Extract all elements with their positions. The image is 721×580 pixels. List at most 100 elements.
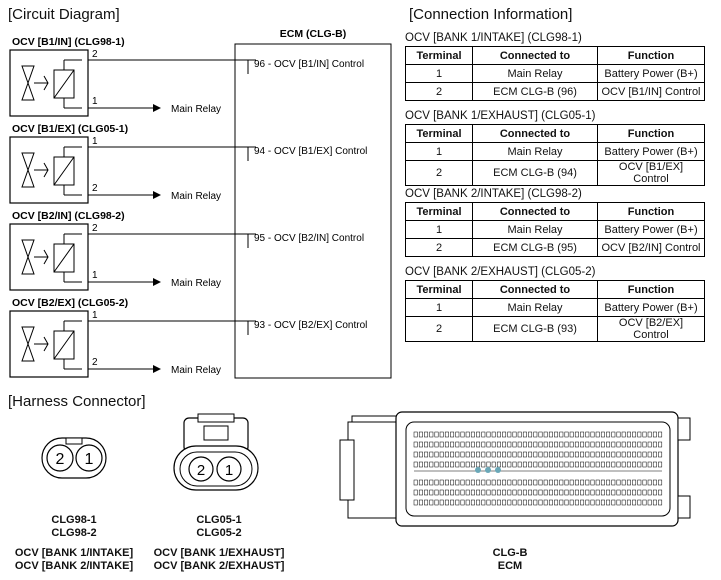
ocv-block-2: OCV [B1/EX] (CLG05-1) 1 94 - OCV [B1/EX]… <box>9 123 367 204</box>
connector-clg98: 2 1 <box>41 437 107 479</box>
cell-terminal: 2 <box>405 82 473 101</box>
pin-number: 2 <box>92 357 98 368</box>
cell-terminal: 1 <box>405 220 473 239</box>
connector-clg05: 2 1 <box>173 413 259 491</box>
connector-ecm-clg-b <box>339 411 691 527</box>
cell-terminal: 2 <box>405 238 473 257</box>
header-connected-to: Connected to <box>472 202 598 221</box>
table-header-row: Terminal Connected to Function <box>405 280 705 299</box>
ocv-name: OCV [B2/IN] (CLG98-2) <box>12 210 125 222</box>
cell-connected-to: Main Relay <box>472 298 598 317</box>
ocv-block-1: OCV [B1/IN] (CLG98-1) 2 96 - OCV [B1/IN]… <box>9 36 364 117</box>
cell-function: Battery Power (B+) <box>597 64 705 83</box>
solenoid-valve-icon <box>21 320 82 370</box>
connector-id: ECM <box>497 560 523 572</box>
connector-id: CLG-B <box>492 547 528 559</box>
connector-desc: OCV [BANK 1/INTAKE] <box>14 547 134 559</box>
cell-function: Battery Power (B+) <box>597 142 705 161</box>
connector-id: CLG05-1 <box>196 514 242 526</box>
header-terminal: Terminal <box>405 280 473 299</box>
connection-table: Terminal Connected to Function 1 Main Re… <box>405 124 705 186</box>
cell-function: OCV [B2/IN] Control <box>597 238 705 257</box>
pin-label-left: 2 <box>197 462 205 479</box>
table-row: 2 ECM CLG-B (94) OCV [B1/EX] Control <box>405 160 705 186</box>
connection-group-4: OCV [BANK 2/EXHAUST] (CLG05-2) Terminal … <box>405 264 705 342</box>
group-title: OCV [BANK 1/INTAKE] (CLG98-1) <box>405 32 582 44</box>
cell-terminal: 1 <box>405 298 473 317</box>
table-row: 2 ECM CLG-B (96) OCV [B1/IN] Control <box>405 82 705 101</box>
pin-1-circle <box>75 444 103 472</box>
header-connected-to: Connected to <box>472 280 598 299</box>
circuit-diagram: ECM (CLG-B) OCV [B1/IN] (CLG98-1) 2 96 -… <box>9 28 392 379</box>
ocv-name: OCV [B2/EX] (CLG05-2) <box>12 297 128 309</box>
connection-group-2: OCV [BANK 1/EXHAUST] (CLG05-1) Terminal … <box>405 108 705 186</box>
table-row: 2 ECM CLG-B (95) OCV [B2/IN] Control <box>405 238 705 257</box>
ocv-block-4: OCV [B2/EX] (CLG05-2) 1 93 - OCV [B2/EX]… <box>9 297 367 378</box>
table-header-row: Terminal Connected to Function <box>405 124 705 143</box>
pin-number: 2 <box>92 223 98 234</box>
main-relay-label: Main Relay <box>171 104 221 115</box>
main-relay-label: Main Relay <box>171 191 221 202</box>
connector-desc: OCV [BANK 2/INTAKE] <box>14 560 134 572</box>
harness-connectors: 2 1 2 1 <box>41 411 691 527</box>
header-terminal: Terminal <box>405 202 473 221</box>
cell-connected-to: Main Relay <box>472 142 598 161</box>
ocv-name: OCV [B1/EX] (CLG05-1) <box>12 123 128 135</box>
header-function: Function <box>597 280 705 299</box>
ecm-pin-grid <box>413 431 663 506</box>
cell-connected-to: ECM CLG-B (93) <box>472 316 598 342</box>
ecm-pin-label: 94 - OCV [B1/EX] Control <box>254 146 367 157</box>
pin-number: 1 <box>92 270 98 281</box>
pin-label-right: 1 <box>85 451 94 468</box>
cell-function: Battery Power (B+) <box>597 298 705 317</box>
cell-terminal: 2 <box>405 160 473 186</box>
cell-connected-to: Main Relay <box>472 64 598 83</box>
group-title: OCV [BANK 2/INTAKE] (CLG98-2) <box>405 188 582 200</box>
ecm-pin-label: 93 - OCV [B2/EX] Control <box>254 320 367 331</box>
harness-connector-title: [Harness Connector] <box>8 393 146 410</box>
connection-table: Terminal Connected to Function 1 Main Re… <box>405 202 705 257</box>
ocv-box <box>9 136 89 204</box>
header-function: Function <box>597 46 705 65</box>
connector-desc: OCV [BANK 2/EXHAUST] <box>153 560 285 572</box>
cell-connected-to: Main Relay <box>472 220 598 239</box>
connection-table: Terminal Connected to Function 1 Main Re… <box>405 46 705 101</box>
pin-number: 1 <box>92 136 98 147</box>
table-row: 1 Main Relay Battery Power (B+) <box>405 220 705 239</box>
connection-group-3: OCV [BANK 2/INTAKE] (CLG98-2) Terminal C… <box>405 186 705 257</box>
connection-group-1: OCV [BANK 1/INTAKE] (CLG98-1) Terminal C… <box>405 30 705 101</box>
connector-clg98-label: CLG98-1 CLG98-2 OCV [BANK 1/INTAKE] OCV … <box>14 514 134 573</box>
header-terminal: Terminal <box>405 124 473 143</box>
cell-terminal: 1 <box>405 64 473 83</box>
table-row: 1 Main Relay Battery Power (B+) <box>405 64 705 83</box>
ocv-box <box>9 310 89 378</box>
header-terminal: Terminal <box>405 46 473 65</box>
cell-function: Battery Power (B+) <box>597 220 705 239</box>
pin-label-left: 2 <box>56 451 65 468</box>
header-function: Function <box>597 202 705 221</box>
header-connected-to: Connected to <box>472 124 598 143</box>
cell-terminal: 2 <box>405 316 473 342</box>
cell-function: OCV [B1/IN] Control <box>597 82 705 101</box>
table-header-row: Terminal Connected to Function <box>405 46 705 65</box>
cell-function: OCV [B2/EX] Control <box>597 316 705 342</box>
connector-ecm-label: CLG-B ECM <box>460 547 560 573</box>
ecm-pin-label: 95 - OCV [B2/IN] Control <box>254 233 364 244</box>
solenoid-valve-icon <box>21 146 82 196</box>
table-header-row: Terminal Connected to Function <box>405 202 705 221</box>
group-title: OCV [BANK 1/EXHAUST] (CLG05-1) <box>405 110 596 122</box>
connector-clg05-label: CLG05-1 CLG05-2 OCV [BANK 1/EXHAUST] OCV… <box>153 514 285 573</box>
pin-2-circle <box>46 444 74 472</box>
pin-label-right: 1 <box>225 462 233 479</box>
ocv-box <box>9 49 89 117</box>
cell-connected-to: ECM CLG-B (95) <box>472 238 598 257</box>
connection-info-title: [Connection Information] <box>409 6 573 23</box>
connector-id: CLG98-1 <box>51 514 97 526</box>
table-row: 1 Main Relay Battery Power (B+) <box>405 142 705 161</box>
ocv-block-3: OCV [B2/IN] (CLG98-2) 2 95 - OCV [B2/IN]… <box>9 210 364 291</box>
group-title: OCV [BANK 2/EXHAUST] (CLG05-2) <box>405 266 596 278</box>
header-connected-to: Connected to <box>472 46 598 65</box>
table-row: 2 ECM CLG-B (93) OCV [B2/EX] Control <box>405 316 705 342</box>
circuit-diagram-title: [Circuit Diagram] <box>8 6 120 23</box>
ocv-box <box>9 223 89 291</box>
